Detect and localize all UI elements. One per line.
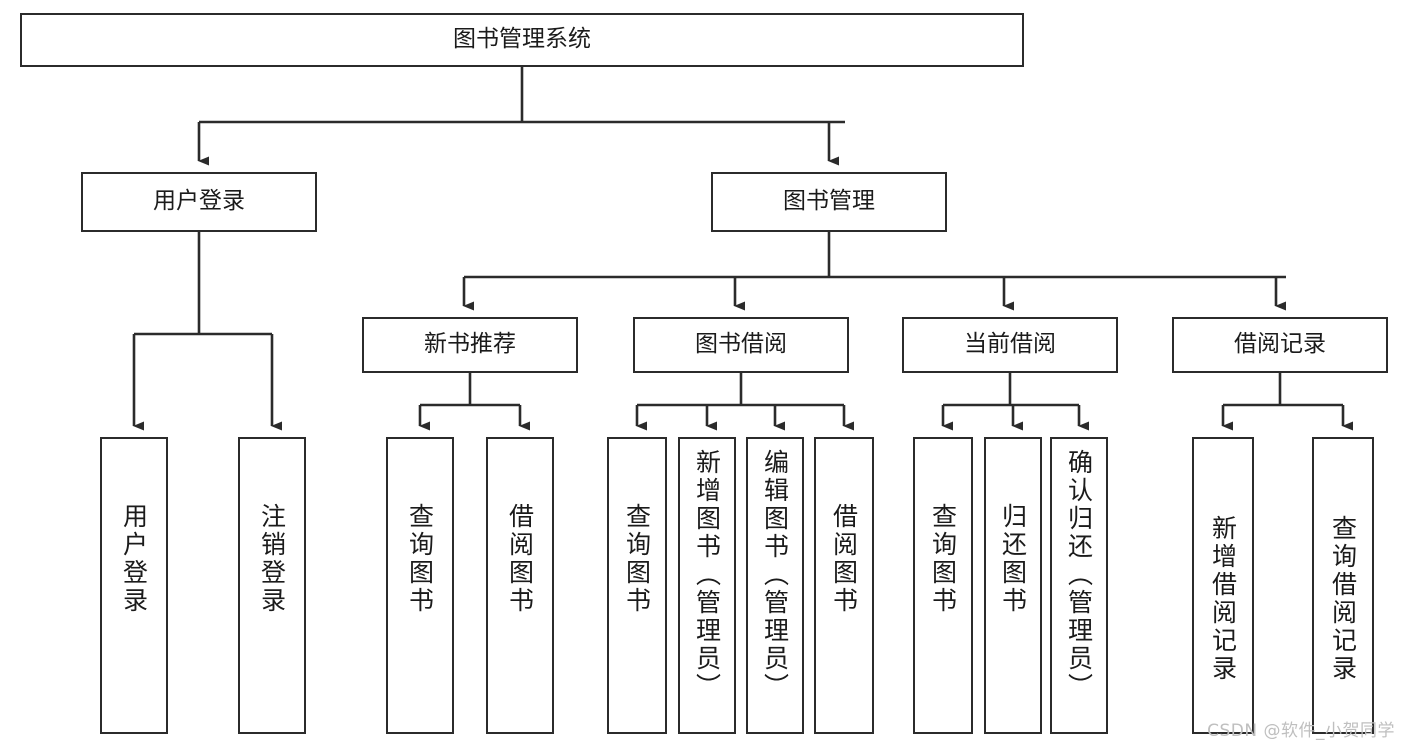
node-leaf-confirm-return-label: 确认归还（管理员） (1064, 449, 1094, 701)
node-root[interactable]: 图书管理系统 (20, 13, 1024, 67)
node-leaf-edit-book[interactable]: 编辑图书（管理员） (746, 437, 804, 734)
node-leaf-user-login-label: 用户登录 (119, 503, 149, 615)
node-leaf-query-book-current-label: 查询图书 (928, 503, 958, 615)
node-leaf-confirm-return[interactable]: 确认归还（管理员） (1050, 437, 1108, 734)
node-user-login-label: 用户登录 (153, 188, 245, 215)
node-leaf-query-book-recommend-label: 查询图书 (405, 503, 435, 615)
node-book-borrow-label: 图书借阅 (695, 331, 787, 358)
node-leaf-user-logout-label: 注销登录 (257, 503, 287, 615)
node-book-manage[interactable]: 图书管理 (711, 172, 947, 232)
node-book-borrow[interactable]: 图书借阅 (633, 317, 849, 373)
node-user-login[interactable]: 用户登录 (81, 172, 317, 232)
node-book-manage-label: 图书管理 (783, 188, 875, 215)
node-leaf-query-book-borrow[interactable]: 查询图书 (607, 437, 667, 734)
node-current-borrow-label: 当前借阅 (964, 331, 1056, 358)
node-leaf-query-borrow-record[interactable]: 查询借阅记录 (1312, 437, 1374, 734)
node-new-book-recommend-label: 新书推荐 (424, 331, 516, 358)
node-leaf-borrow-book[interactable]: 借阅图书 (814, 437, 874, 734)
node-current-borrow[interactable]: 当前借阅 (902, 317, 1118, 373)
node-leaf-borrow-book-recommend[interactable]: 借阅图书 (486, 437, 554, 734)
node-borrow-record-label: 借阅记录 (1234, 331, 1326, 358)
node-leaf-return-book-label: 归还图书 (998, 503, 1028, 615)
node-root-label: 图书管理系统 (453, 26, 591, 53)
node-leaf-add-borrow-record[interactable]: 新增借阅记录 (1192, 437, 1254, 734)
node-borrow-record[interactable]: 借阅记录 (1172, 317, 1388, 373)
node-leaf-add-book[interactable]: 新增图书（管理员） (678, 437, 736, 734)
node-leaf-return-book[interactable]: 归还图书 (984, 437, 1042, 734)
node-leaf-add-borrow-record-label: 新增借阅记录 (1208, 515, 1238, 683)
node-leaf-query-book-current[interactable]: 查询图书 (913, 437, 973, 734)
node-leaf-query-borrow-record-label: 查询借阅记录 (1328, 515, 1358, 683)
node-new-book-recommend[interactable]: 新书推荐 (362, 317, 578, 373)
csdn-watermark: CSDN @软件_小贺同学 (1207, 721, 1395, 741)
node-leaf-user-logout[interactable]: 注销登录 (238, 437, 306, 734)
node-leaf-add-book-label: 新增图书（管理员） (692, 449, 722, 701)
node-leaf-borrow-book-recommend-label: 借阅图书 (505, 503, 535, 615)
node-leaf-query-book-borrow-label: 查询图书 (622, 503, 652, 615)
node-leaf-edit-book-label: 编辑图书（管理员） (760, 449, 790, 701)
node-leaf-query-book-recommend[interactable]: 查询图书 (386, 437, 454, 734)
node-leaf-user-login[interactable]: 用户登录 (100, 437, 168, 734)
node-leaf-borrow-book-label: 借阅图书 (829, 503, 859, 615)
